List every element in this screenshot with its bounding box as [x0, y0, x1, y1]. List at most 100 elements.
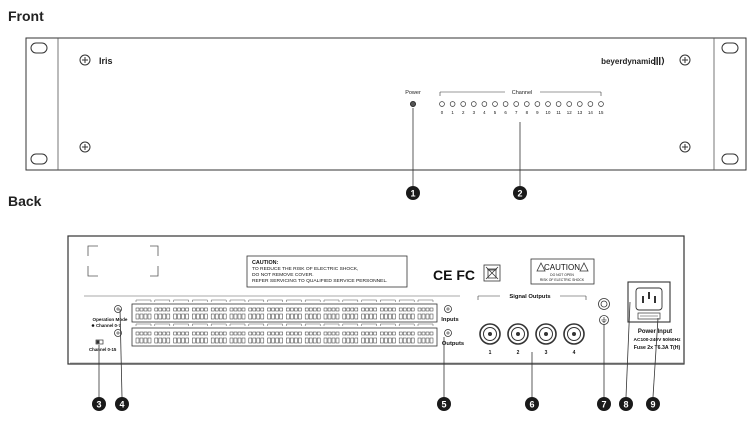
input-terminal-screw[interactable] — [241, 307, 246, 312]
output-terminal-screw[interactable] — [260, 331, 265, 336]
input-terminal-screw[interactable] — [312, 307, 317, 312]
output-terminal-screw[interactable] — [214, 331, 219, 336]
output-terminal-slot[interactable] — [260, 337, 265, 344]
input-terminal-slot[interactable] — [147, 313, 152, 320]
input-terminal-slot[interactable] — [196, 313, 200, 320]
output-terminal-slot[interactable] — [327, 337, 332, 344]
input-terminal-screw[interactable] — [335, 307, 340, 312]
input-terminal-slot[interactable] — [380, 313, 384, 320]
output-terminal-slot[interactable] — [279, 337, 283, 344]
output-terminal-slot[interactable] — [316, 337, 321, 344]
input-terminal-slot[interactable] — [398, 313, 403, 320]
input-terminal-slot[interactable] — [181, 313, 185, 320]
output-terminal-slot[interactable] — [177, 337, 181, 344]
input-terminal-screw[interactable] — [402, 307, 407, 312]
output-terminal-slot[interactable] — [135, 337, 140, 344]
output-terminal-screw[interactable] — [173, 331, 177, 336]
output-terminal-slot[interactable] — [162, 337, 167, 344]
output-terminal-screw[interactable] — [154, 331, 159, 336]
output-terminal-slot[interactable] — [290, 337, 294, 344]
input-terminal-screw[interactable] — [162, 307, 167, 312]
output-terminal-screw[interactable] — [166, 331, 171, 336]
input-terminal-slot[interactable] — [286, 313, 290, 320]
output-terminal-screw[interactable] — [185, 331, 189, 336]
input-terminal-screw[interactable] — [342, 307, 347, 312]
output-terminal-slot[interactable] — [388, 337, 392, 344]
input-terminal-screw[interactable] — [410, 307, 415, 312]
output-terminal-slot[interactable] — [406, 337, 411, 344]
output-terminal-screw[interactable] — [429, 331, 434, 336]
input-terminal-screw[interactable] — [294, 307, 298, 312]
input-terminal-slot[interactable] — [252, 313, 257, 320]
output-terminal-screw[interactable] — [392, 331, 396, 336]
output-terminal-screw[interactable] — [369, 331, 373, 336]
input-terminal-slot[interactable] — [177, 313, 181, 320]
output-terminal-slot[interactable] — [398, 337, 403, 344]
output-terminal-screw[interactable] — [388, 331, 392, 336]
output-terminal-screw[interactable] — [398, 331, 403, 336]
output-terminal-slot[interactable] — [384, 337, 388, 344]
output-terminal-slot[interactable] — [181, 337, 185, 344]
input-terminal-slot[interactable] — [331, 313, 336, 320]
output-terminal-slot[interactable] — [252, 337, 257, 344]
input-terminal-slot[interactable] — [267, 313, 271, 320]
output-terminal-screw[interactable] — [241, 331, 246, 336]
output-terminal-slot[interactable] — [214, 337, 219, 344]
output-terminal-slot[interactable] — [154, 337, 159, 344]
input-terminal-screw[interactable] — [369, 307, 373, 312]
input-terminal-screw[interactable] — [275, 307, 279, 312]
output-terminal-slot[interactable] — [218, 337, 223, 344]
input-terminal-slot[interactable] — [346, 313, 351, 320]
output-terminal-screw[interactable] — [312, 331, 317, 336]
input-terminal-slot[interactable] — [298, 313, 302, 320]
input-terminal-slot[interactable] — [260, 313, 265, 320]
output-terminal-screw[interactable] — [290, 331, 294, 336]
input-terminal-screw[interactable] — [354, 307, 359, 312]
output-terminal-slot[interactable] — [241, 337, 246, 344]
output-terminal-screw[interactable] — [192, 331, 196, 336]
input-terminal-screw[interactable] — [279, 307, 283, 312]
output-terminal-screw[interactable] — [229, 331, 234, 336]
output-terminal-slot[interactable] — [166, 337, 171, 344]
input-terminal-screw[interactable] — [290, 307, 294, 312]
input-terminal-screw[interactable] — [350, 307, 355, 312]
output-terminal-screw[interactable] — [384, 331, 388, 336]
output-terminal-screw[interactable] — [410, 331, 415, 336]
output-terminal-screw[interactable] — [181, 331, 185, 336]
input-terminal-screw[interactable] — [177, 307, 181, 312]
input-terminal-screw[interactable] — [256, 307, 261, 312]
input-terminal-screw[interactable] — [173, 307, 177, 312]
output-terminal-screw[interactable] — [294, 331, 298, 336]
output-terminal-slot[interactable] — [365, 337, 369, 344]
output-terminal-screw[interactable] — [417, 331, 422, 336]
output-terminal-screw[interactable] — [267, 331, 271, 336]
input-terminal-slot[interactable] — [279, 313, 283, 320]
input-terminal-screw[interactable] — [237, 307, 242, 312]
input-terminal-screw[interactable] — [346, 307, 351, 312]
input-terminal-slot[interactable] — [185, 313, 189, 320]
output-terminal-slot[interactable] — [147, 337, 152, 344]
input-terminal-slot[interactable] — [229, 313, 234, 320]
output-terminal-screw[interactable] — [222, 331, 227, 336]
input-terminal-screw[interactable] — [425, 307, 430, 312]
input-terminal-slot[interactable] — [275, 313, 279, 320]
input-terminal-slot[interactable] — [294, 313, 298, 320]
bnc-connector[interactable] — [535, 323, 557, 345]
input-terminal-slot[interactable] — [365, 313, 369, 320]
output-terminal-slot[interactable] — [342, 337, 347, 344]
output-terminal-screw[interactable] — [346, 331, 351, 336]
output-terminal-slot[interactable] — [237, 337, 242, 344]
output-terminal-screw[interactable] — [237, 331, 242, 336]
output-terminal-slot[interactable] — [369, 337, 373, 344]
input-terminal-screw[interactable] — [361, 307, 365, 312]
input-terminal-slot[interactable] — [323, 313, 328, 320]
output-terminal-screw[interactable] — [425, 331, 430, 336]
input-terminal-screw[interactable] — [181, 307, 185, 312]
input-terminal-screw[interactable] — [158, 307, 163, 312]
output-terminal-screw[interactable] — [335, 331, 340, 336]
input-terminal-screw[interactable] — [331, 307, 336, 312]
input-terminal-slot[interactable] — [218, 313, 223, 320]
input-terminal-slot[interactable] — [162, 313, 167, 320]
output-terminal-screw[interactable] — [308, 331, 313, 336]
input-terminal-slot[interactable] — [166, 313, 171, 320]
